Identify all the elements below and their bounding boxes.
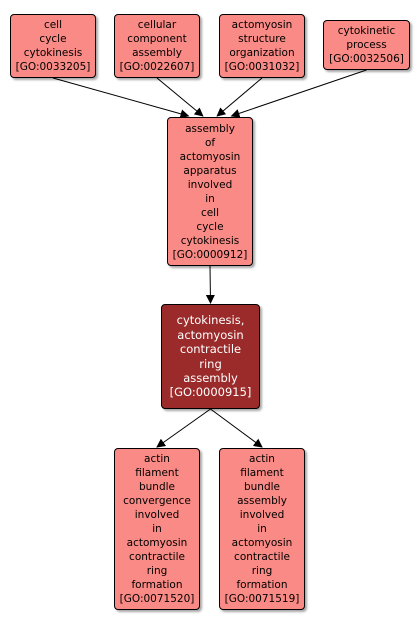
node-label: cytokinetic process [GO:0032506] <box>329 24 404 66</box>
term-name-line: assembly <box>185 122 235 135</box>
term-name-line: actomyosin <box>126 537 188 549</box>
node-label: cell cycle cytokinesis [GO:0033205] <box>16 18 91 74</box>
edge-go0000915-to-go0071519 <box>210 408 263 448</box>
term-name-line: cycle <box>39 33 67 45</box>
term-name-line: actomyosin <box>179 150 241 163</box>
edge-go0000912-to-go0000915 <box>205 265 215 304</box>
edge-go0022607-to-go0000912 <box>156 77 204 117</box>
term-name-line: cytokinetic <box>337 25 396 37</box>
go-id-label: [GO:0033205] <box>15 61 91 73</box>
term-name-line: in <box>257 523 267 535</box>
term-name-line: formation <box>236 579 288 591</box>
term-name-line: assembly <box>237 495 287 507</box>
term-name-line: cytokinesis <box>23 47 83 59</box>
edge-go0033205-to-go0000912 <box>52 77 190 119</box>
term-name-line: assembly <box>132 47 182 59</box>
term-name-line: actomyosin <box>231 19 293 31</box>
term-name-line: in <box>152 523 162 535</box>
term-name-line: ring <box>251 565 273 577</box>
term-name-line: actin <box>144 453 170 465</box>
term-name-line: filament <box>240 467 284 479</box>
node-go0032506[interactable]: cytokinetic process [GO:0032506] <box>323 20 410 70</box>
go-id-label: [GO:0000912] <box>172 248 248 261</box>
term-name-line: of <box>204 136 216 149</box>
term-name-line: cycle <box>196 220 224 233</box>
term-name-line: organization <box>229 47 295 59</box>
term-name-line: component <box>127 33 187 45</box>
term-name-line: cell <box>200 206 220 219</box>
term-name-line: involved <box>239 509 285 521</box>
edge-go0032506-to-go0000912 <box>230 69 367 118</box>
term-name-line: assembly <box>183 370 238 385</box>
term-name-line: structure <box>238 33 286 45</box>
term-name-line: cellular <box>137 19 177 31</box>
edge-go0000915-to-go0071520 <box>156 408 211 448</box>
term-name-line: apparatus <box>183 164 237 177</box>
term-name-line: convergence <box>123 495 191 507</box>
term-name-line: actin <box>249 453 275 465</box>
term-name-line: cell <box>43 19 63 31</box>
term-name-line: cytokinesis, <box>176 313 245 328</box>
term-name-line: contractile <box>129 551 185 563</box>
node-label: actomyosin structure organization [GO:00310… <box>225 18 300 74</box>
term-name-line: bundle <box>243 481 281 493</box>
node-label: cellular component assembly [GO:0022607] <box>120 18 195 74</box>
term-name-line: ring <box>199 356 222 371</box>
term-name-line: ring <box>146 565 168 577</box>
term-name-line: process <box>346 39 387 51</box>
edge-go0031032-to-go0000912 <box>216 77 263 117</box>
node-label: actin filament bundle convergence involved in… <box>120 452 195 606</box>
go-id-label: [GO:0071520] <box>119 593 195 605</box>
go-id-label: [GO:0032506] <box>329 53 404 65</box>
term-name-line: in <box>205 192 215 205</box>
term-name-line: cytokinesis <box>180 234 240 247</box>
node-go0071519[interactable]: actin filament bundle assembly involved in act… <box>219 448 305 610</box>
term-name-line: filament <box>135 467 179 479</box>
node-go0071520[interactable]: actin filament bundle convergence involved in… <box>114 448 200 610</box>
term-name-line: actomyosin <box>231 537 293 549</box>
go-id-label: [GO:0031032] <box>224 61 300 73</box>
term-name-line: involved <box>134 509 180 521</box>
node-go0031032[interactable]: actomyosin structure organization [GO:00310… <box>219 14 305 78</box>
go-id-label: [GO:0022607] <box>119 61 195 73</box>
term-name-line: involved <box>187 178 233 191</box>
node-go0022607[interactable]: cellular component assembly [GO:0022607] <box>114 14 200 78</box>
term-name-line: actomyosin <box>177 327 244 342</box>
term-name-line: formation <box>131 579 183 591</box>
go-id-label: [GO:0071519] <box>224 593 300 605</box>
term-name-line: contractile <box>179 342 242 357</box>
node-go0033205[interactable]: cell cycle cytokinesis [GO:0033205] <box>10 14 96 78</box>
term-name-line: bundle <box>138 481 176 493</box>
term-name-line: contractile <box>234 551 290 563</box>
go-id-label: [GO:0000915] <box>169 385 252 400</box>
node-label: actin filament bundle assembly involved in act… <box>225 452 300 606</box>
